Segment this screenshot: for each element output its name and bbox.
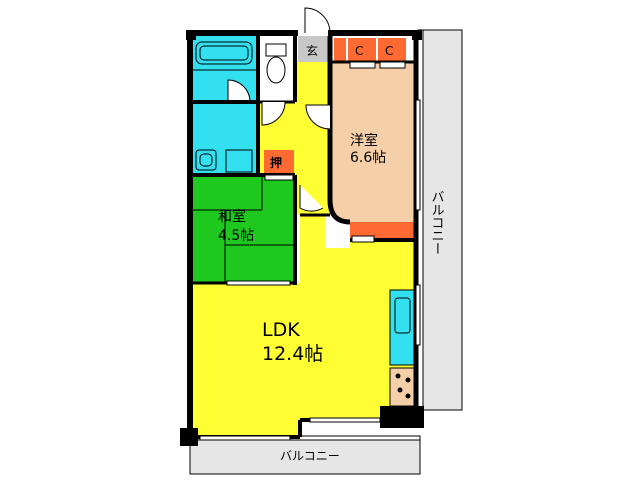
japanese-room-size: 4.5帖: [218, 228, 254, 244]
column-bottom-right: [380, 406, 424, 428]
bottom-balcony: [189, 435, 421, 475]
bathtub: [195, 41, 253, 65]
western-room-size: 6.6帖: [350, 150, 386, 166]
ldk-size: 12.4帖: [262, 343, 323, 365]
ldk-label: LDK: [262, 319, 300, 341]
right-balcony: [417, 29, 463, 411]
oshiire-floor: [264, 150, 294, 174]
kitchen-sink: [389, 289, 416, 366]
japanese-room-floor: [190, 175, 295, 283]
right-balcony-label: バルコニー: [429, 190, 445, 255]
western-room-label: 洋室: [350, 132, 378, 149]
column-top-left: [186, 30, 196, 40]
japanese-room-label: 和室: [218, 208, 246, 225]
column-right-top: [412, 30, 422, 40]
closet-c2-floor: [378, 38, 406, 62]
entrance-label: 玄: [306, 43, 318, 58]
washbasin: [195, 149, 217, 171]
closet-c1-floor: [348, 38, 376, 62]
toilet-icon: [266, 56, 286, 84]
entrance-floor: [298, 36, 328, 62]
closet-c2-label: C: [385, 44, 393, 58]
closet-c1-label: C: [355, 44, 363, 58]
kitchen-stove: [389, 367, 416, 407]
washing-machine: [225, 149, 253, 173]
column-bottom-left: [180, 428, 198, 446]
front-door-swing: [304, 7, 331, 34]
bottom-balcony-label: バルコニー: [280, 449, 340, 463]
western-room-floor: [330, 62, 415, 222]
ldk-floor: [190, 215, 415, 436]
oshiire-label: 押: [270, 155, 282, 170]
corridor-upper: [295, 60, 330, 105]
